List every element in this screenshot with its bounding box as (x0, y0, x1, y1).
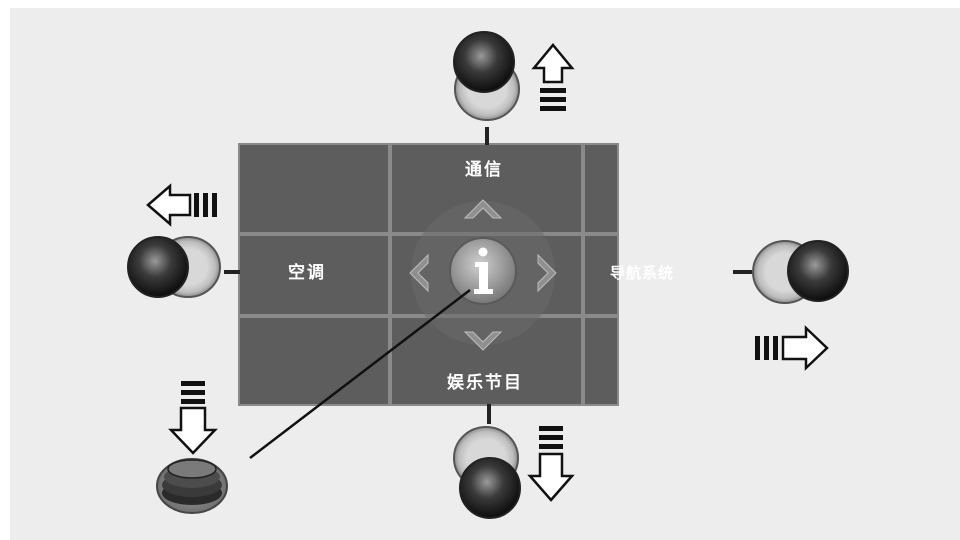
rotary-knob-push-left (127, 236, 221, 298)
grid-cell-middle-right[interactable] (585, 236, 617, 314)
arrow-up-icon (531, 43, 575, 111)
menu-label-right: 导航系统 (610, 264, 675, 282)
rotary-knob-push-up (453, 31, 520, 121)
rotary-knob-push-down (453, 426, 521, 519)
dpad-right-chevron-icon[interactable] (537, 253, 557, 293)
arrow-down-icon (527, 426, 575, 502)
grid-cell-middle-left[interactable] (240, 236, 388, 314)
arrow-down-icon (168, 381, 218, 455)
pointer-line (249, 289, 471, 459)
arrow-right-icon (755, 325, 829, 371)
grid-cell-top-left (240, 145, 388, 232)
knob-press-icon (167, 459, 217, 479)
dpad-left-chevron-icon[interactable] (409, 253, 429, 293)
grid-cell-bottom-left (240, 318, 388, 404)
rotary-knob-push-right (752, 240, 849, 304)
rotary-knob-icon (459, 457, 521, 519)
rotary-knob-icon (787, 240, 849, 302)
rotary-knob-press (156, 458, 228, 514)
info-icon (474, 247, 493, 294)
grid-cell-bottom-right (585, 318, 617, 404)
menu-label-bottom: 娱乐节目 (447, 373, 523, 393)
menu-label-left: 空调 (288, 263, 326, 283)
arrow-left-icon (146, 183, 217, 227)
rotary-knob-icon (453, 31, 515, 93)
dpad-down-chevron-icon[interactable] (463, 331, 503, 351)
menu-label-top: 通信 (465, 160, 503, 180)
rotary-knob-icon (127, 236, 189, 298)
dpad-up-chevron-icon[interactable] (463, 199, 503, 219)
